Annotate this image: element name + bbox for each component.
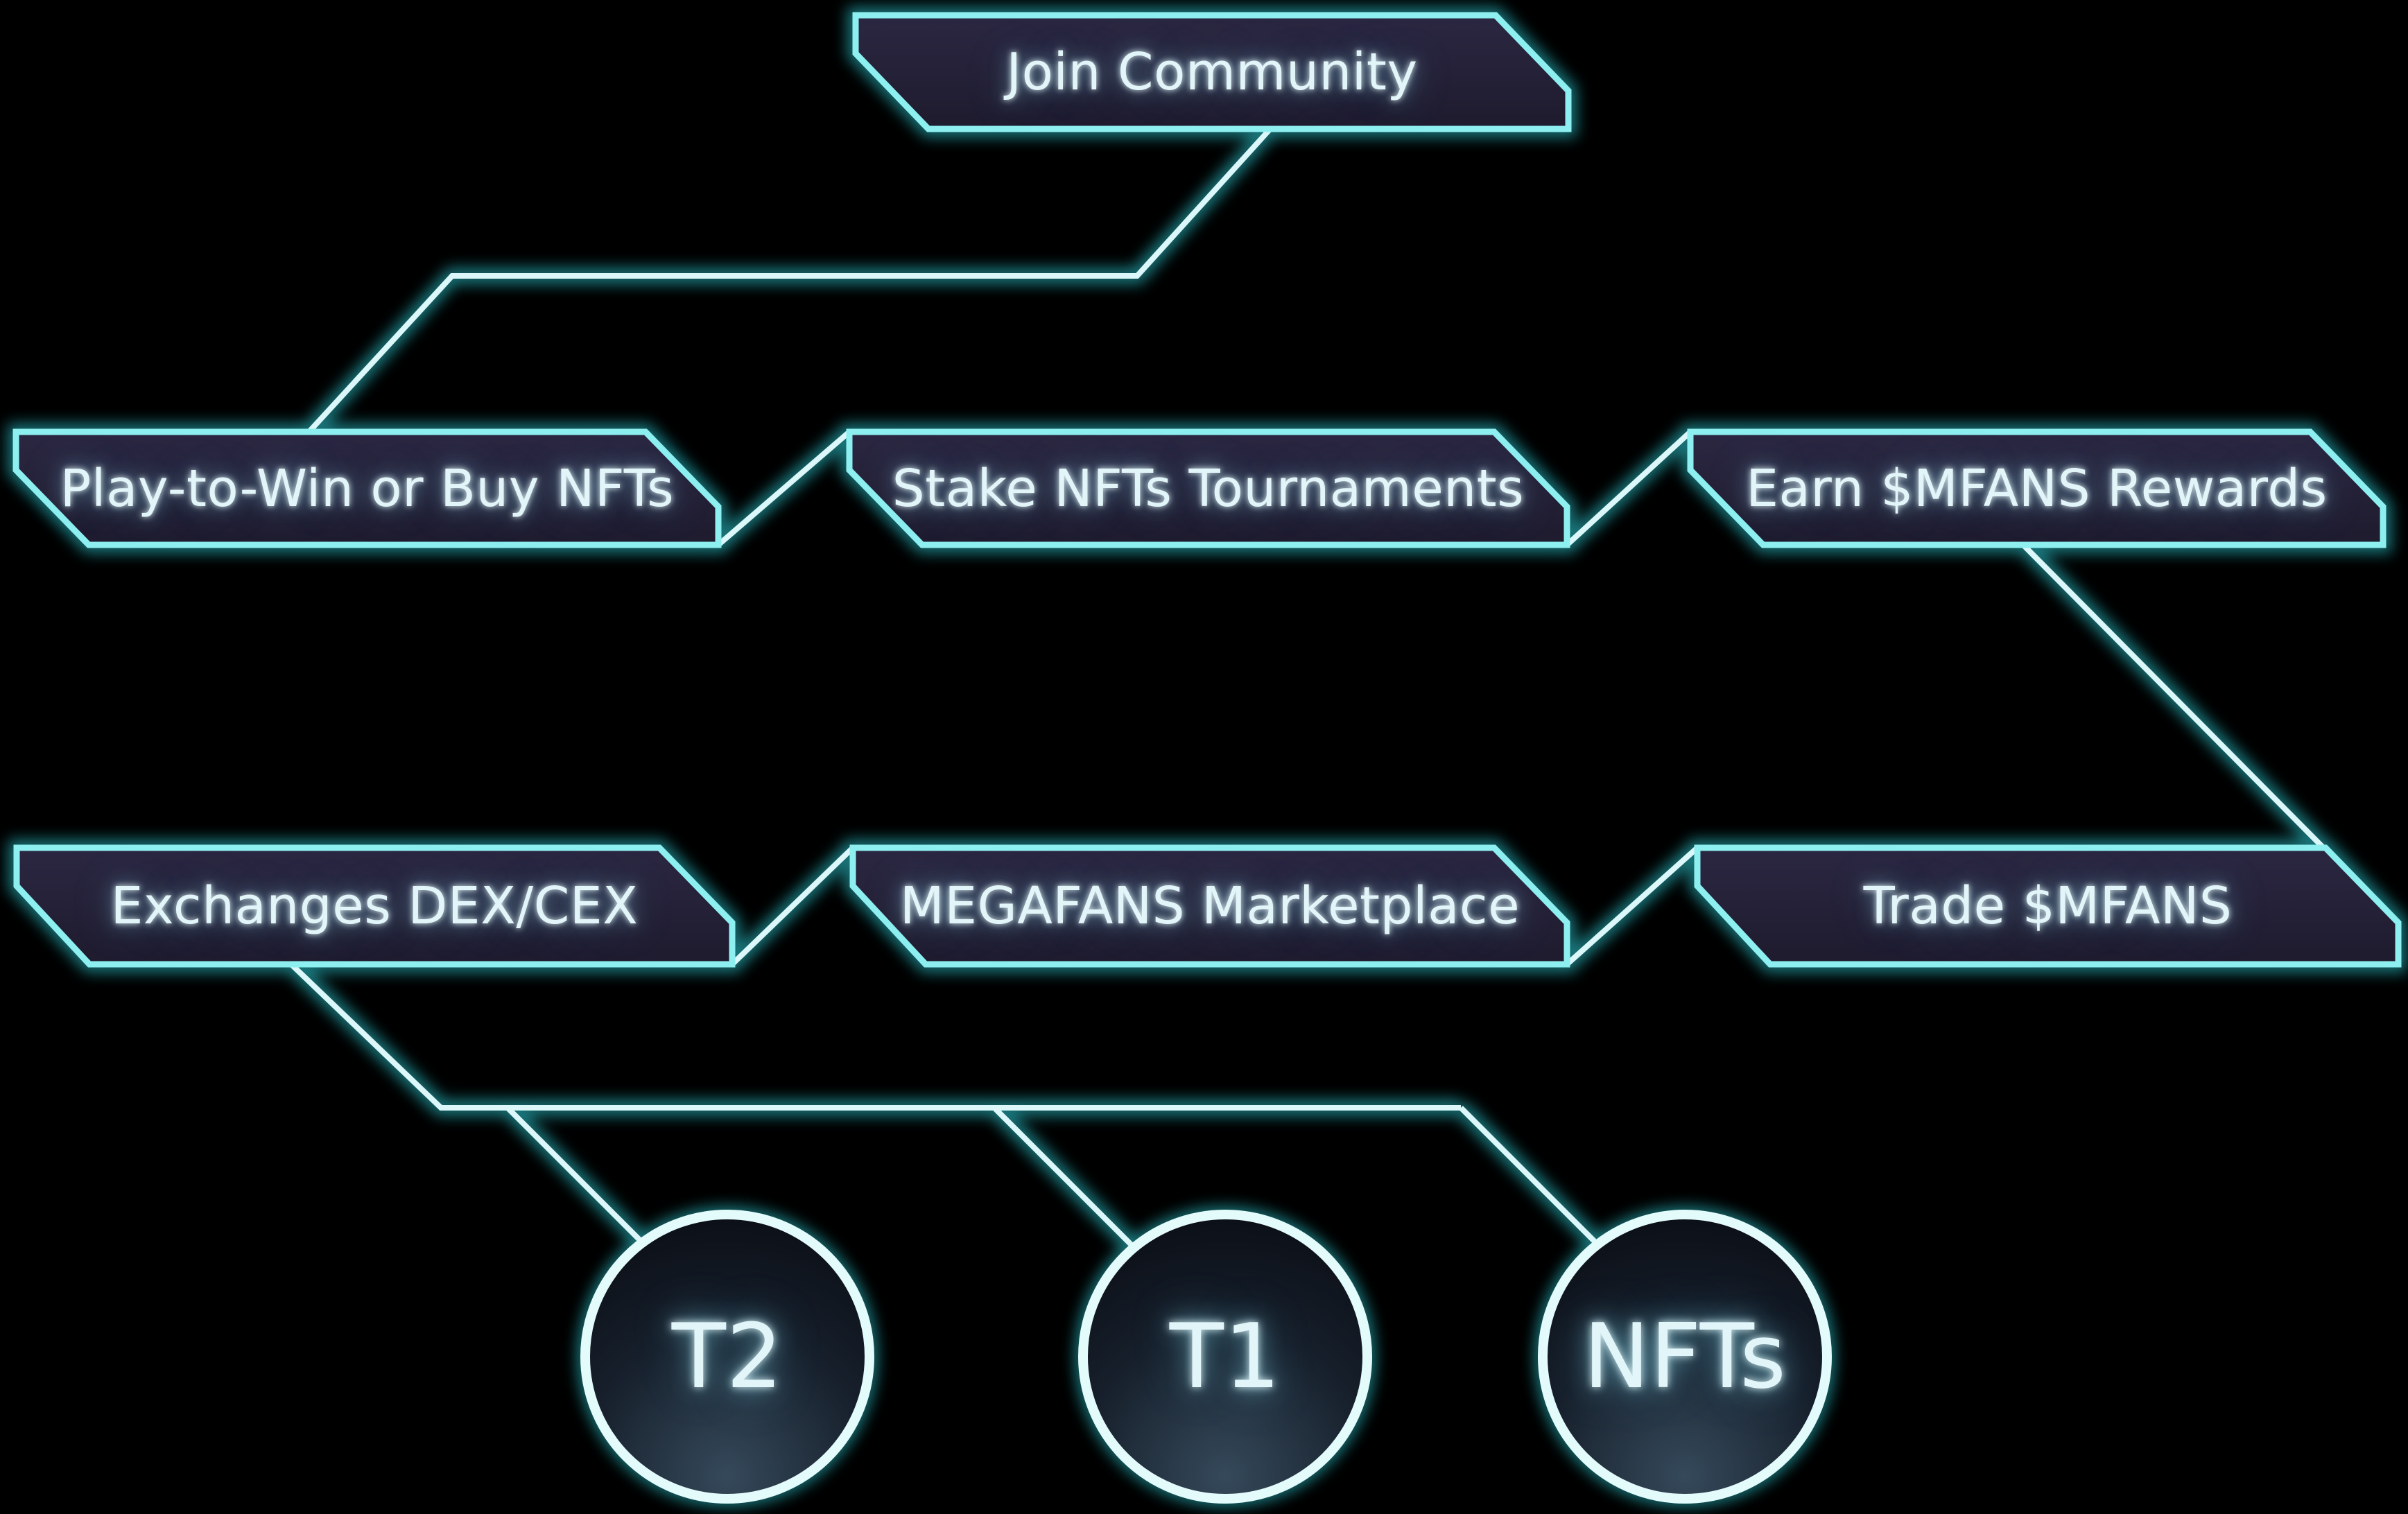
- node-exchanges-shape: [13, 844, 736, 968]
- node-earn-mfans-shape: [1687, 428, 2387, 548]
- node-trade-mfans-shape: [1694, 844, 2402, 968]
- token-circle-t2-shape: [580, 1210, 874, 1504]
- token-circle-t1-shape: [1078, 1210, 1372, 1504]
- connector-rail-to-nfts: [1459, 1106, 1602, 1248]
- connector-rail-to-t2: [505, 1106, 650, 1251]
- connector-earn-to-trade: [2022, 544, 2332, 856]
- node-stake-nfts-shape: [846, 428, 1570, 548]
- nodes: [12, 12, 2402, 968]
- connector-play-to-stake: [716, 429, 851, 548]
- node-play-to-win-shape: [12, 428, 722, 548]
- connector-marketplace-to-trade: [1565, 846, 1699, 966]
- connectors: [289, 127, 2332, 1251]
- connector-stake-to-earn: [1565, 430, 1692, 547]
- connector-exchanges-rail: [289, 962, 1461, 1111]
- token-circle-nfts-shape: [1538, 1210, 1832, 1504]
- node-join-community-shape: [852, 12, 1572, 132]
- connector-exchanges-to-marketplace: [730, 846, 855, 966]
- connector-join-to-play: [296, 127, 1272, 446]
- node-megafans-marketplace-shape: [849, 844, 1570, 968]
- token-circles: [580, 1210, 1832, 1504]
- connector-rail-to-t1: [992, 1106, 1138, 1251]
